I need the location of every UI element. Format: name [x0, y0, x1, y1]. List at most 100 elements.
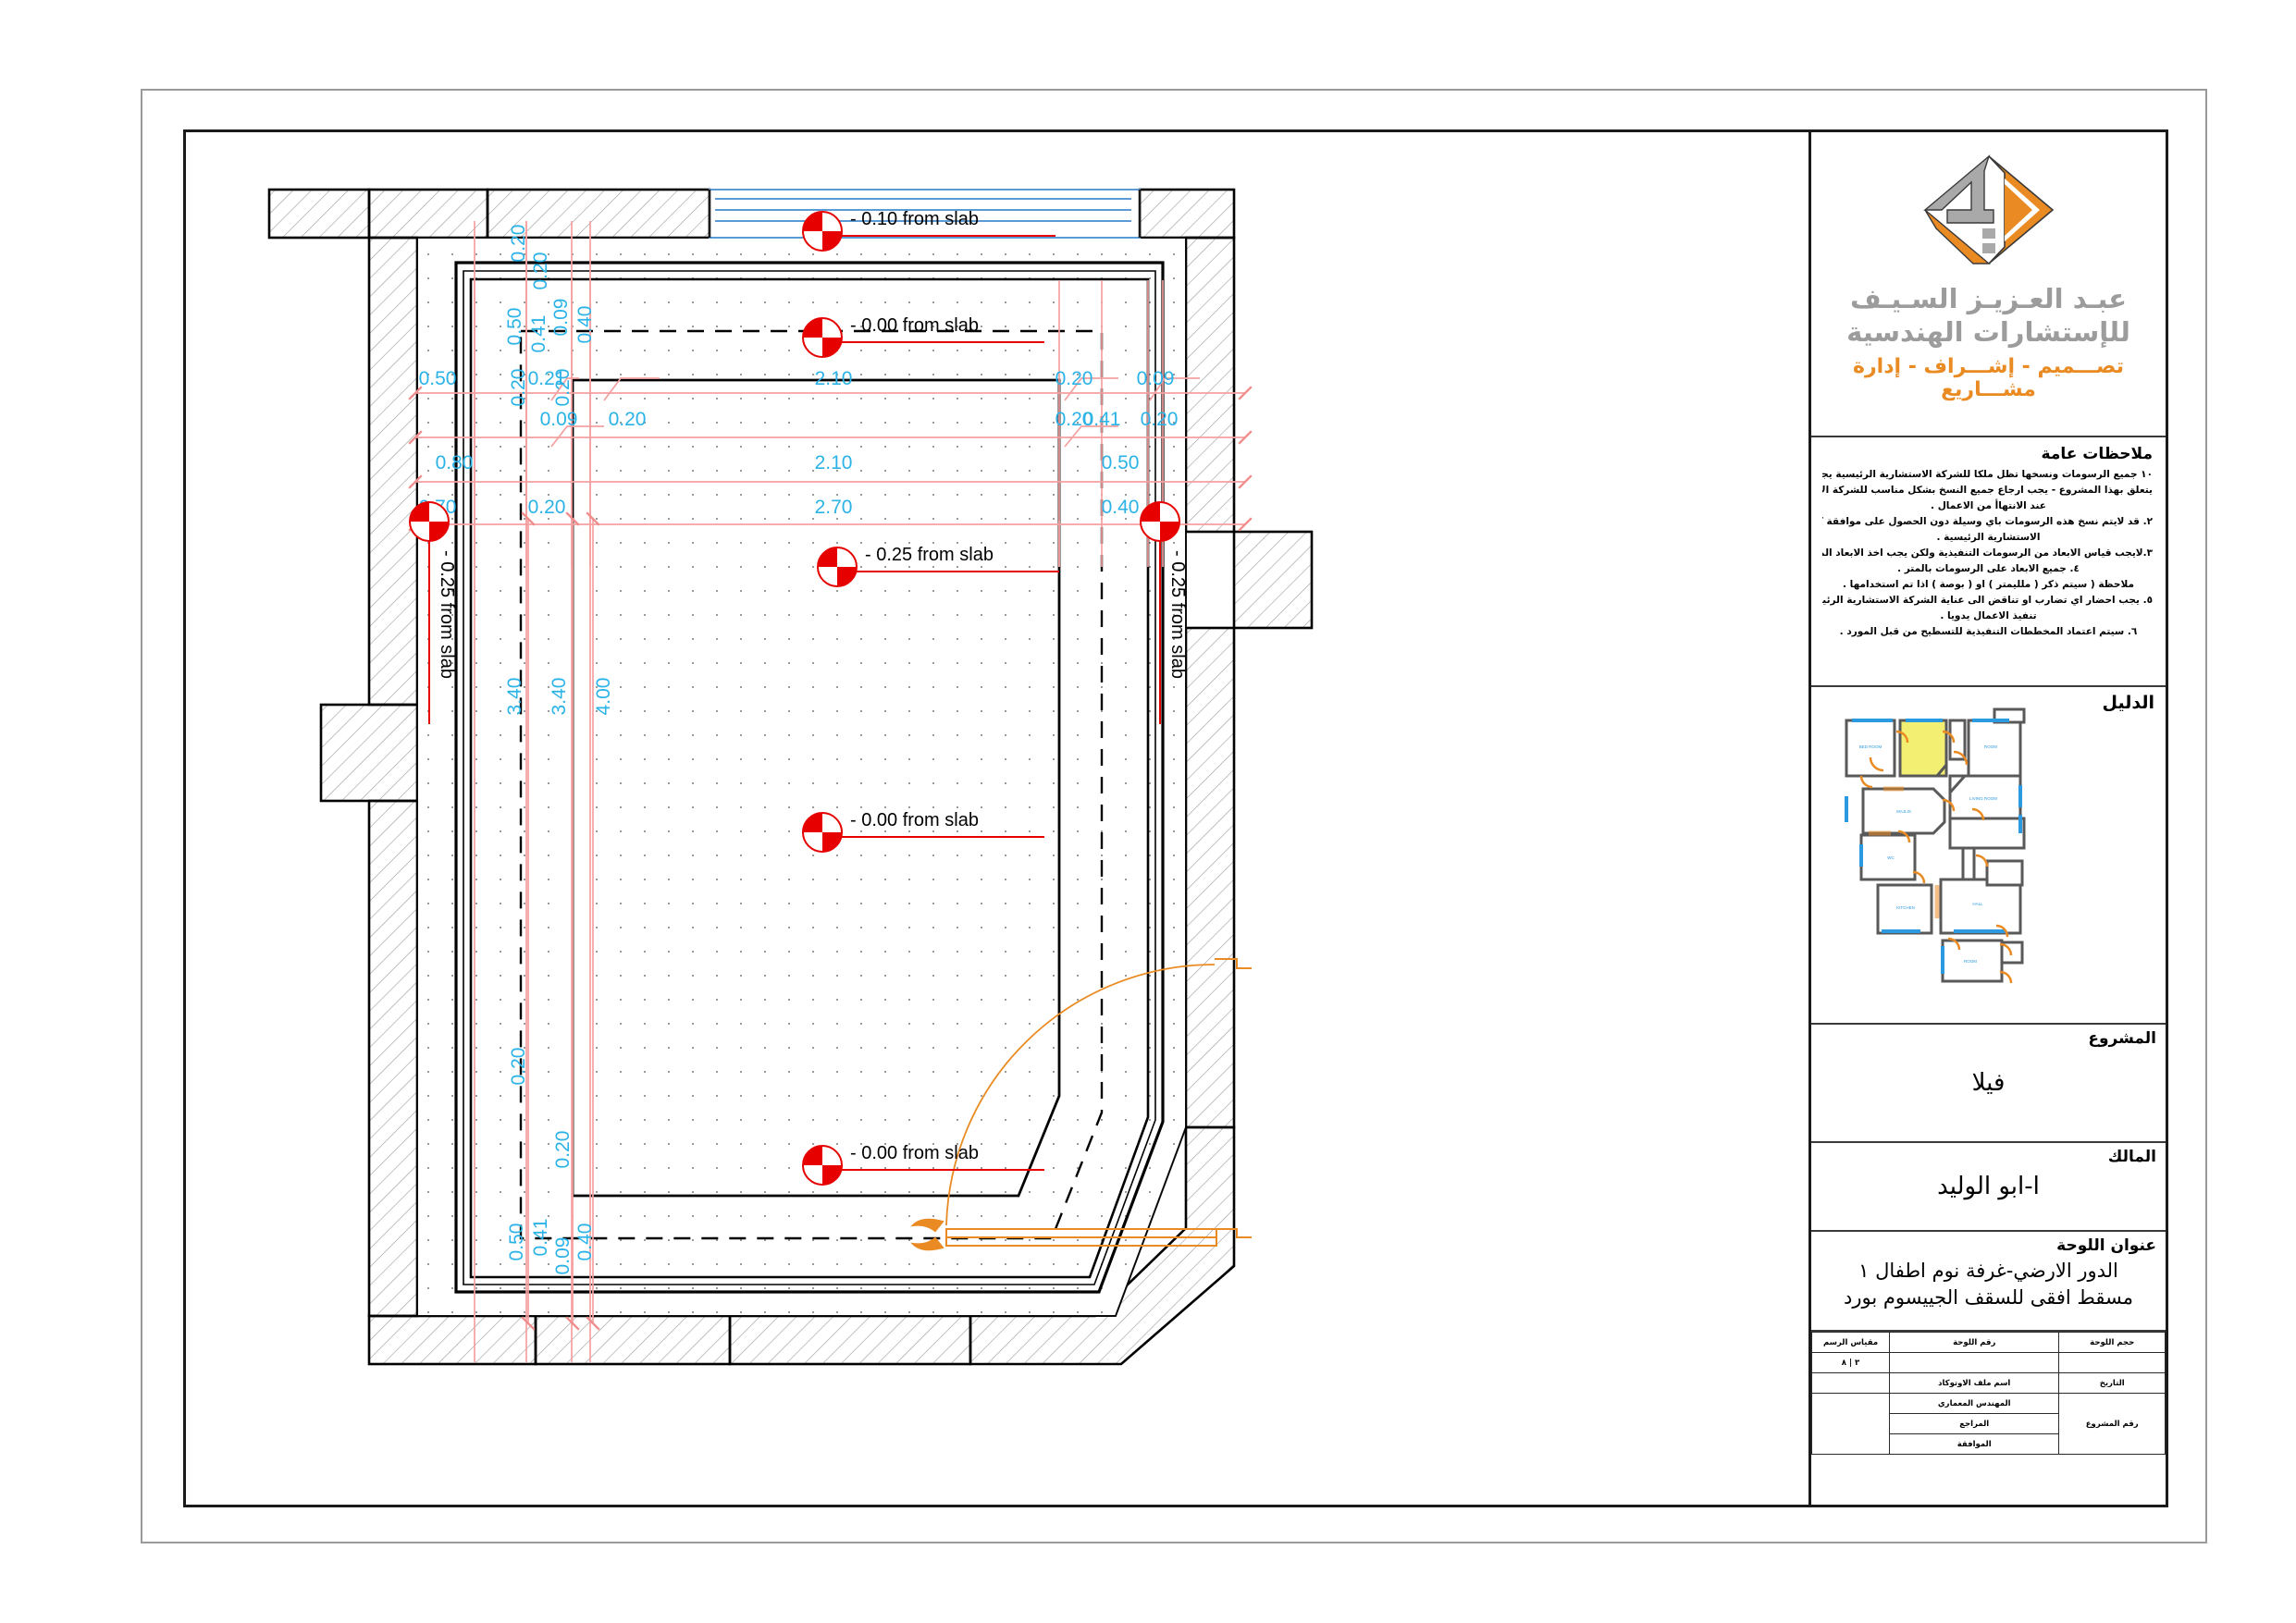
dim-0.09-bot: 0.09 — [552, 1237, 574, 1275]
note-item: ٢. قد لايتم نسخ هذه الرسومات باي وسيلة د… — [1822, 516, 2153, 527]
key-plan-block: الدليل — [1811, 687, 2166, 1025]
dim-0.80-r3: 0.80 — [436, 452, 474, 473]
sheet-meta-table: حجم اللوحة رقم اللوحة مقياس الرسم ٣ | ٨ … — [1810, 1332, 2166, 1455]
dim-0.20-r2b: 0.20 — [1055, 409, 1093, 430]
dim-0.40-bot: 0.40 — [574, 1223, 596, 1261]
cell-sheet-number-value[interactable] — [1889, 1352, 2060, 1373]
dimension-lines — [408, 221, 1253, 1362]
table-row: التاريخ اسم ملف الاوتوكاد — [1810, 1372, 2166, 1394]
dim-0.20-bot-a: 0.20 — [508, 1048, 529, 1086]
cell-spacer-1 — [1810, 1372, 1891, 1394]
table-row: حجم اللوحة رقم اللوحة مقياس الرسم — [1810, 1332, 2166, 1353]
general-notes-block: ملاحظات عامة ١٠ جميع الرسومات ونسخها تظل… — [1811, 437, 2166, 687]
svg-text:KITCHEN: KITCHEN — [1896, 905, 1915, 910]
wall-hatch-group — [267, 188, 1314, 1366]
svg-text:MAJLIS: MAJLIS — [1896, 809, 1911, 814]
owner-label: المالك — [2107, 1148, 2156, 1166]
svg-text:ROOM: ROOM — [1964, 959, 1977, 964]
dim-0.20-r1: 0.20 — [609, 409, 647, 430]
company-logo-block: عبـد العـزيـز السـيـف للإستشارات الهندسي… — [1811, 132, 2166, 437]
cell-reviewer-label: المراجع — [1889, 1413, 2060, 1434]
note-item: تنفيذ الاعمال يدويا . — [1940, 610, 2037, 621]
dim-0.09-r1: 0.09 — [540, 409, 578, 430]
elevation-marker-minus-0.00-upper: - 0.00 from slab — [802, 315, 1044, 358]
svg-text:- 0.25 from slab: - 0.25 from slab — [1167, 550, 1188, 679]
cell-sheet-size-value: ٣ | ٨ — [1810, 1352, 1891, 1373]
elevation-marker-minus-0.00-bottom: - 0.00 from slab — [802, 810, 1044, 853]
drawing-title-block: عنوان اللوحة الدور الارضي-غرفة نوم اطفال… — [1811, 1232, 2166, 1332]
note-item: ملاحظة ( سيتم ذكر ( مللیمتر ) او ( بوصة … — [1843, 579, 2134, 590]
note-item: ٤. جميع الابعاد على الرسومات بالمتر . — [1897, 563, 2080, 574]
owner-block: المالك ا-ابو الوليد — [1811, 1143, 2166, 1232]
company-name-line1: عبـد العـزيـز السـيـف — [1849, 283, 2128, 314]
dim-0.20-r2c: 0.20 — [1141, 409, 1179, 430]
dim-0.40-top: 0.40 — [574, 306, 596, 344]
dim-0.41-top: 0.41 — [528, 315, 549, 353]
dim-4.00: 4.00 — [593, 678, 614, 716]
svg-text:- 0.00 from slab: - 0.00 from slab — [850, 810, 979, 830]
dim-0.50-r1: 0.50 — [419, 368, 457, 389]
dim-0.20-top: 0.20 — [508, 225, 529, 263]
dim-3.40-b: 3.40 — [549, 678, 570, 716]
project-value: فيلا — [1971, 1069, 2006, 1097]
elevation-marker-minus-0.10: - 0.10 from slab — [802, 209, 1055, 252]
cell-scale-value[interactable] — [2058, 1352, 2166, 1373]
project-label: المشروع — [2088, 1029, 2156, 1048]
elevation-marker-minus-0.25-right: - 0.25 from slab — [1140, 501, 1188, 724]
cell-scale-header: مقياس الرسم — [1810, 1332, 1891, 1353]
svg-text:- 0.25 from slab: - 0.25 from slab — [865, 545, 994, 565]
drawing-title-line2: مسقط افقى للسقف الجييسوم بورد — [1844, 1285, 2133, 1309]
key-plan-svg: BED ROOM ROOM LIVING ROOM MAJLIS WC KITC… — [1845, 707, 2026, 984]
ceiling-plan-svg: 0.50 0.21 0.09 0.20 2.10 0.20 0.09 0.41 … — [267, 188, 1314, 1366]
svg-text:LIVING ROOM: LIVING ROOM — [1969, 796, 1997, 801]
company-name-line2: للإستشارات الهندسية — [1846, 316, 2130, 349]
4d-diamond-logo-icon — [1922, 154, 2054, 264]
cell-project-number-label: رقم المشروع — [2058, 1393, 2166, 1455]
cell-spacer-2 — [1810, 1393, 1891, 1455]
dim-2.70-r4: 2.70 — [815, 497, 853, 518]
elevation-marker-minus-0.25-left: - 0.25 from slab — [409, 501, 457, 724]
note-item: ١٠ جميع الرسومات ونسخها تظل ملكا للشركة … — [1822, 469, 2153, 480]
table-row: الموافقة — [1812, 1433, 2166, 1455]
svg-text:- 0.10 from slab: - 0.10 from slab — [850, 209, 979, 229]
dim-0.20-up-b: 0.20 — [552, 369, 574, 407]
dim-0.20-up-a: 0.20 — [508, 369, 529, 407]
dim-0.20-r1b: 0.20 — [1055, 368, 1093, 389]
svg-text:- 0.00 from slab: - 0.00 from slab — [850, 315, 979, 336]
room-outline — [416, 237, 1187, 1317]
cell-architect-label: المهندس المعماري — [1889, 1393, 2060, 1414]
drawing-title-line1: الدور الارضي-غرفة نوم اطفال ١ — [1858, 1260, 2118, 1282]
meta-table-block: حجم اللوحة رقم اللوحة مقياس الرسم ٣ | ٨ … — [1810, 1332, 2166, 1505]
sheet-border-outer — [141, 89, 2207, 1543]
svg-text:BED ROOM: BED ROOM — [1859, 744, 1882, 749]
gypsum-dashed-outline — [519, 329, 1104, 1240]
title-block-panel: عبـد العـزيـز السـيـف للإستشارات الهندسي… — [1808, 132, 2166, 1505]
cell-autocad-filename-label: اسم ملف الاوتوكاد — [1889, 1372, 2060, 1394]
key-plan-label: الدليل — [2102, 693, 2154, 713]
general-notes-title: ملاحظات عامة — [2041, 445, 2153, 463]
drawing-title-label: عنوان اللوحة — [2056, 1236, 2156, 1255]
cell-approval-label: الموافقة — [1889, 1433, 2060, 1455]
window-top — [708, 189, 1142, 239]
dim-0.50-r3: 0.50 — [1102, 452, 1140, 473]
table-row: رقم المشروع المهندس المعماري — [1810, 1393, 2166, 1455]
cell-sheet-number-header: رقم اللوحة — [1889, 1332, 2060, 1353]
project-block: المشروع فيلا — [1811, 1025, 2166, 1143]
note-item: ٦. سيتم اعتماد المخططات التنفيذية للتسطي… — [1839, 626, 2138, 637]
plan-drawing-area: 0.50 0.21 0.09 0.20 2.10 0.20 0.09 0.41 … — [186, 132, 1807, 1505]
gypsum-ceiling-outer-band — [454, 261, 1165, 1294]
dim-2.10-r1: 2.10 — [815, 368, 853, 389]
svg-text:HALL: HALL — [1972, 902, 1983, 906]
note-item: يتعلق بهذا المشروع - يجب ارجاع جميع النس… — [1822, 485, 2153, 496]
company-tagline: تصـــميم - إشـــراف - إدارة مشـــاريع — [1853, 354, 2124, 401]
dim-0.21-r1: 0.21 — [528, 368, 566, 389]
note-item: الاستشارية الرئيسية . — [1936, 532, 2041, 543]
note-item: ٥. يجب احضار اي تضارب او تناقض الى عناية… — [1822, 595, 2153, 606]
dim-0.20-r4: 0.20 — [528, 497, 566, 518]
door-right-wall — [910, 958, 1252, 1251]
svg-text:- 0.25 from slab: - 0.25 from slab — [437, 550, 457, 679]
dim-0.20-top2: 0.20 — [530, 252, 551, 290]
cell-sheet-size-header: حجم اللوحة — [2058, 1332, 2166, 1353]
note-item: ٣.لايجب قياس الابعاد من الرسومات التنفيذ… — [1822, 547, 2153, 559]
